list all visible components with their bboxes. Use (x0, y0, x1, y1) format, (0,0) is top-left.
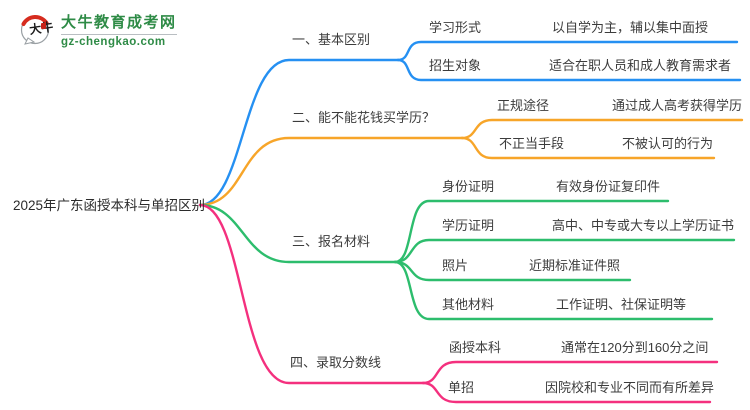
branch-3-child-4-line (393, 260, 714, 321)
branch-1-label[interactable]: 一、基本区别 (292, 32, 371, 47)
branch-2-line (198, 136, 464, 207)
branch-4-child-1-value[interactable]: 通常在120分到160分之间 (561, 340, 709, 355)
root-topic[interactable]: 2025年广东函授本科与单招区别 (13, 198, 206, 213)
branch-3-child-2-label[interactable]: 学历证明 (442, 218, 495, 233)
branch-4-child-2-value[interactable]: 因院校和专业不同而有所差异 (545, 380, 715, 395)
branch-3-child-2-line (393, 238, 736, 264)
site-url: gz-chengkao.com (61, 36, 166, 48)
branch-2-child-2-line (460, 136, 716, 160)
site-logo[interactable]: 大牛 大牛教育成考网 gz-chengkao.com (18, 12, 177, 50)
branch-3-label[interactable]: 三、报名材料 (292, 234, 371, 249)
branch-1-child-2-line (396, 58, 742, 82)
branch-1-child-1-label[interactable]: 学习形式 (429, 20, 482, 35)
branch-3-child-3-value[interactable]: 近期标准证件照 (529, 258, 621, 273)
branch-4-child-1-line (421, 360, 719, 385)
daniu-logo-icon: 大牛 (20, 15, 54, 45)
branch-2-child-1-value[interactable]: 通过成人高考获得学历 (612, 98, 743, 113)
branch-3-child-1-value[interactable]: 有效身份证复印件 (556, 179, 661, 194)
branch-1-child-2-label[interactable]: 招生对象 (429, 58, 482, 73)
branch-4-label[interactable]: 四、录取分数线 (290, 355, 382, 370)
branch-1-child-2-value[interactable]: 适合在职人员和成人教育需求者 (549, 58, 732, 73)
branch-4-child-2-label[interactable]: 单招 (448, 380, 475, 395)
branch-3-child-1-line (393, 199, 670, 264)
branch-2-child-2-label[interactable]: 不正当手段 (499, 136, 565, 151)
branch-4-child-1-label[interactable]: 函授本科 (449, 340, 502, 355)
branch-2-label[interactable]: 二、能不能花钱买学历？ (292, 110, 436, 125)
branch-3-child-1-label[interactable]: 身份证明 (442, 179, 495, 194)
branch-3-child-4-label[interactable]: 其他材料 (442, 297, 495, 312)
branch-3-child-3-label[interactable]: 照片 (442, 258, 469, 273)
branch-4-child-2-line (421, 381, 712, 404)
branch-1-line (198, 58, 400, 207)
branch-3-child-2-value[interactable]: 高中、中专或大专以上学历证书 (552, 218, 735, 233)
branch-3-line (198, 203, 397, 264)
branch-2-child-2-value[interactable]: 不被认可的行为 (622, 136, 714, 151)
site-name: 大牛教育成考网 (61, 14, 177, 35)
branch-2-child-1-label[interactable]: 正规途径 (497, 98, 550, 113)
branch-3-child-4-value[interactable]: 工作证明、社保证明等 (556, 297, 687, 312)
branch-4-line (198, 203, 425, 385)
branch-1-child-1-value[interactable]: 以自学为主，辅以集中面授 (552, 20, 709, 35)
